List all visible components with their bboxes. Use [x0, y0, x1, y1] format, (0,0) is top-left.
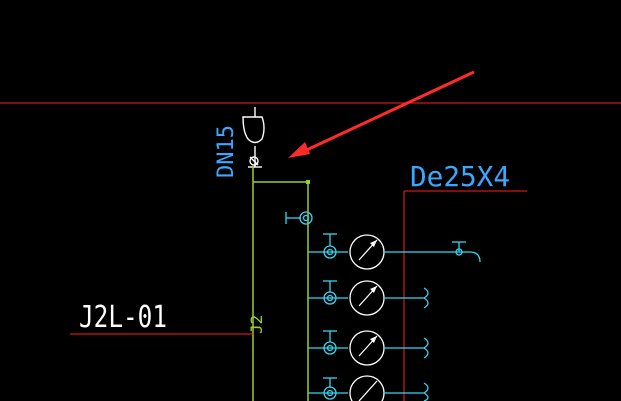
water-meter-row-3 [308, 330, 429, 366]
pipe-size-label: DN15 [214, 125, 239, 178]
gate-valve-icon [285, 211, 313, 225]
meter-dial-icon [349, 375, 385, 401]
water-meter-row-4 [308, 375, 429, 401]
red-arrow-annotation [288, 70, 475, 158]
riser-short-label: J2 [247, 315, 266, 334]
water-meter-row-2 [308, 280, 429, 316]
water-meter-head-icon [242, 107, 265, 168]
pipe-joint-marker [306, 180, 310, 184]
riser-id-label: J2L-01 [79, 300, 167, 335]
water-meter-row-1 [308, 233, 481, 270]
pipe-spec-label: De25X4 [410, 160, 510, 193]
